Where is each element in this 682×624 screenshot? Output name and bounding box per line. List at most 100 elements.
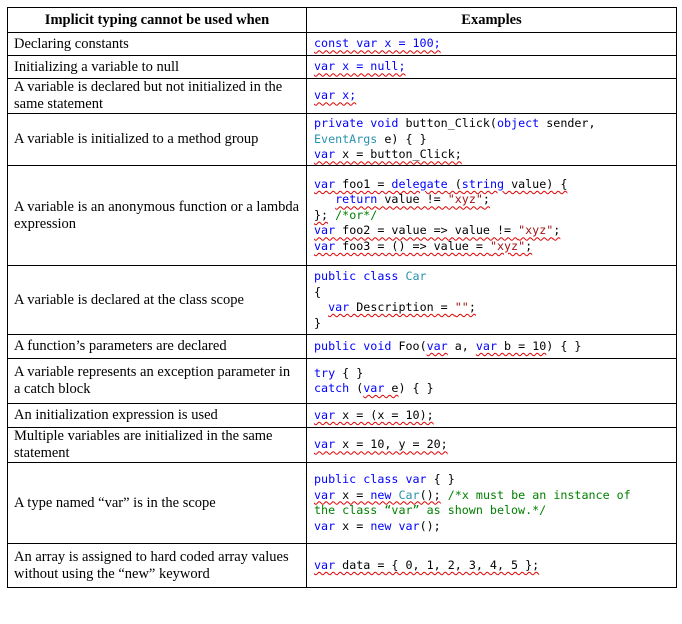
- code-token: foo3 = () => value =: [335, 238, 490, 253]
- column-header-condition: Implicit typing cannot be used when: [7, 7, 307, 33]
- code-token: ) { }: [398, 381, 434, 395]
- code-example-cell: public class var { }var x = new Car(); /…: [306, 462, 677, 544]
- code-token: a,: [447, 338, 476, 353]
- code-token: var: [314, 238, 336, 253]
- condition-cell: An initialization expression is used: [7, 403, 307, 428]
- code-line: var x = (x = 10);: [314, 408, 669, 424]
- code-token: [314, 300, 328, 314]
- condition-cell: A type named “var” is in the scope: [7, 462, 307, 544]
- code-token: ();: [419, 487, 441, 502]
- code-line: var x = new var();: [314, 519, 669, 535]
- code-line: public void Foo(var a, var b = 10) { }: [314, 339, 669, 355]
- code-token: x = (x = 10);: [335, 407, 434, 422]
- code-line: }: [314, 316, 669, 332]
- condition-cell: Declaring constants: [7, 32, 307, 56]
- code-example-cell: var foo1 = delegate (string value) { ret…: [306, 165, 677, 266]
- code-token: "xyz": [489, 238, 526, 253]
- code-token: public class: [314, 269, 406, 283]
- table-row: An initialization expression is used var …: [7, 403, 677, 428]
- table-row: Declaring constants const var x = 100;: [7, 32, 677, 56]
- condition-cell: A variable is declared at the class scop…: [7, 265, 307, 335]
- condition-cell: Multiple variables are initialized in th…: [7, 427, 307, 463]
- column-header-examples: Examples: [306, 7, 677, 33]
- code-token: var: [328, 300, 350, 314]
- code-token: var: [314, 147, 336, 162]
- code-token: const var x = 100;: [314, 36, 441, 51]
- code-token: Car: [398, 487, 420, 502]
- code-token: "xyz": [447, 192, 483, 207]
- code-token: button_Click(: [405, 116, 497, 131]
- code-token: var: [398, 518, 420, 533]
- code-token: ();: [419, 518, 441, 533]
- code-token: foo1 =: [335, 176, 392, 191]
- table-row: A function’s parameters are declared publ…: [7, 334, 677, 359]
- code-token: foo2 = value => value !=: [335, 223, 519, 238]
- code-line: {: [314, 285, 669, 301]
- code-token: Foo(: [398, 338, 427, 353]
- code-example-cell: public class Car{ var Description = "";}: [306, 265, 677, 335]
- code-token: EventArgs: [314, 131, 378, 146]
- table-row: An array is assigned to hard coded array…: [7, 543, 677, 588]
- code-example-cell: const var x = 100;: [306, 32, 677, 56]
- table-row: A variable is declared but not initializ…: [7, 78, 677, 114]
- code-token: var: [405, 472, 427, 486]
- condition-cell: A variable is initialized to a method gr…: [7, 113, 307, 166]
- code-line: private void button_Click(object sender,: [314, 116, 669, 132]
- table-row: A variable is initialized to a method gr…: [7, 113, 677, 166]
- code-token: x = 10, y = 20;: [335, 437, 448, 452]
- code-token: var: [426, 338, 448, 353]
- code-line: try { }: [314, 366, 669, 382]
- code-token: };: [314, 207, 329, 222]
- code-token: ;: [525, 238, 533, 253]
- code-token: var: [314, 518, 336, 533]
- code-token: new: [370, 518, 392, 533]
- code-example-cell: var x;: [306, 78, 677, 114]
- code-example-cell: private void button_Click(object sender,…: [306, 113, 677, 166]
- code-token: { }: [426, 472, 455, 486]
- condition-cell: A function’s parameters are declared: [7, 334, 307, 359]
- code-token: return: [335, 192, 378, 207]
- code-token: public void: [314, 338, 399, 353]
- code-line: public class Car: [314, 269, 669, 285]
- code-line: EventArgs e) { }: [314, 132, 669, 148]
- code-line: var foo3 = () => value = "xyz";: [314, 239, 669, 255]
- code-token: {: [314, 284, 322, 299]
- code-example-cell: var data = { 0, 1, 2, 3, 4, 5 };: [306, 543, 677, 588]
- code-token: "xyz": [518, 223, 554, 238]
- code-token: private void: [314, 116, 406, 131]
- condition-cell: A variable is an anonymous function or a…: [7, 165, 307, 266]
- code-token: ;: [482, 192, 490, 207]
- code-token: public class: [314, 472, 406, 486]
- code-example-cell: try { }catch (var e) { }: [306, 358, 677, 404]
- table-row: A variable is declared at the class scop…: [7, 265, 677, 335]
- code-token: object: [496, 116, 540, 131]
- code-token: }: [314, 315, 322, 330]
- code-token: var: [314, 437, 336, 452]
- code-line: const var x = 100;: [314, 36, 669, 52]
- code-token: ) { }: [546, 338, 582, 353]
- code-line: return value != "xyz";: [314, 192, 669, 208]
- condition-cell: A variable represents an exception param…: [7, 358, 307, 404]
- code-line: var foo2 = value => value != "xyz";: [314, 223, 669, 239]
- code-line: var x = null;: [314, 59, 669, 75]
- code-token: Description =: [349, 300, 455, 314]
- table-row: A variable represents an exception param…: [7, 358, 677, 404]
- code-token: ;: [468, 300, 476, 314]
- code-token: var: [314, 223, 336, 238]
- code-token: "": [454, 300, 469, 314]
- code-token: x =: [335, 487, 371, 502]
- code-token: data = { 0, 1, 2, 3, 4, 5 };: [335, 557, 540, 572]
- code-token: e: [384, 381, 399, 395]
- code-line: }; /*or*/: [314, 208, 669, 224]
- code-token: var: [475, 338, 498, 353]
- header-row: Implicit typing cannot be used when Exam…: [7, 7, 677, 33]
- code-line: the class “var” as shown below.*/: [314, 503, 669, 519]
- code-token: /*x must be an instance of: [440, 487, 631, 502]
- code-line: var Description = "";: [314, 300, 669, 316]
- code-line: var foo1 = delegate (string value) {: [314, 177, 669, 193]
- code-token: x =: [335, 518, 371, 533]
- code-token: new: [370, 487, 392, 502]
- table-row: Multiple variables are initialized in th…: [7, 427, 677, 463]
- condition-cell: A variable is declared but not initializ…: [7, 78, 307, 114]
